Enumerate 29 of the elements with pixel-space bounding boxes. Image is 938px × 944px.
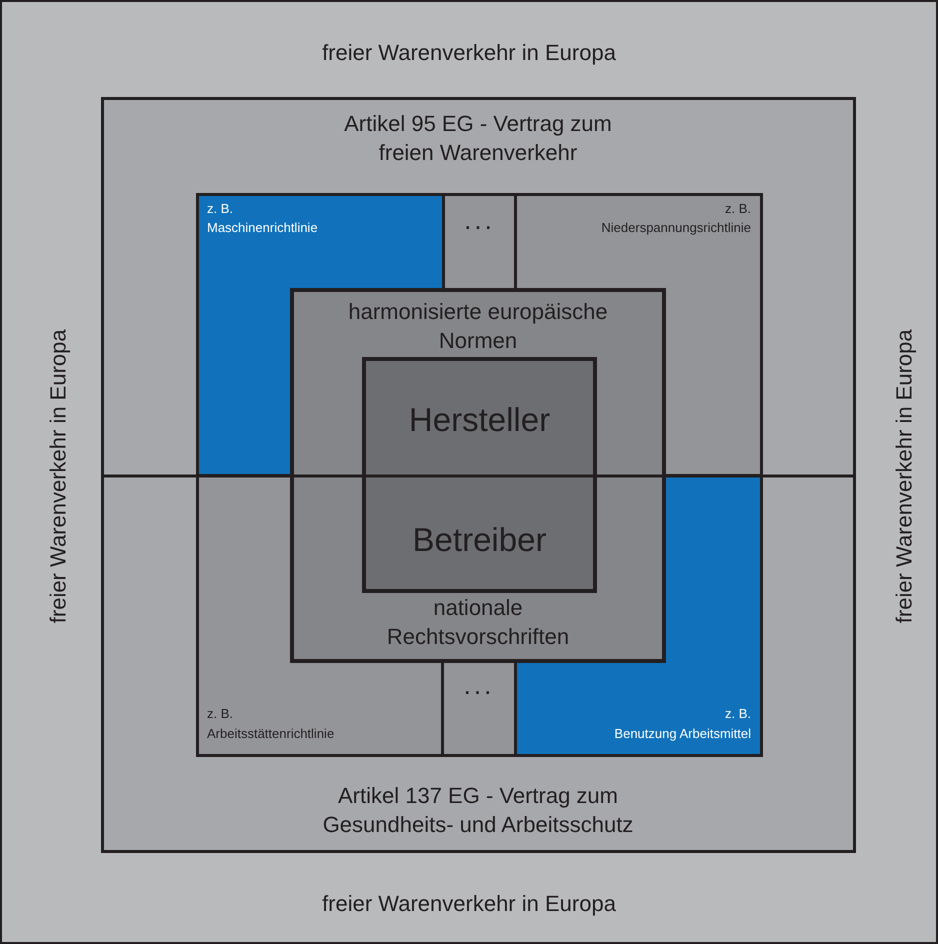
standards-box [290,288,666,663]
standards-label: harmonisierte europäische Normen [347,298,609,355]
placeholder-panel [441,663,517,757]
actor-box [362,357,597,593]
directive-label: Arbeitsstättenrichtlinie [207,726,334,743]
directive-panel [196,193,445,288]
directive-panel [514,663,763,757]
operator-label: Betreiber [412,520,548,560]
frame-label: freier Warenverkehr in Europa [890,328,918,626]
ellipsis-label: ... [463,204,496,237]
example-label: z. B. [207,201,234,218]
ellipsis-label: ... [462,669,496,702]
example-label: z. B. [207,706,234,723]
frame-label: freier Warenverkehr in Europa [44,328,72,626]
directive-label: Benutzung Arbeitsmittel [614,726,751,743]
frame-label: freier Warenverkehr in Europa [321,39,617,67]
manufacturer-label: Hersteller [408,400,552,440]
frame-label: freier Warenverkehr in Europa [321,890,617,918]
directive-panel [196,663,444,757]
directive-label: Maschinenrichtlinie [207,220,318,237]
directive-label: Niederspannungsrichtlinie [601,220,751,237]
treaty-label: Artikel 137 EG - Vertrag zum Gesundheits- und Arbeitsschutz [322,782,634,839]
directive-panel [514,193,763,288]
law-label: nationale Rechtsvorschriften [386,594,570,651]
treaty-label: Artikel 95 EG - Vertrag zum freien Warenverkehr [343,110,613,167]
placeholder-panel [442,193,517,288]
example-label: z. B. [724,201,751,218]
treaty-box [101,97,856,853]
example-label: z. B. [724,706,751,723]
